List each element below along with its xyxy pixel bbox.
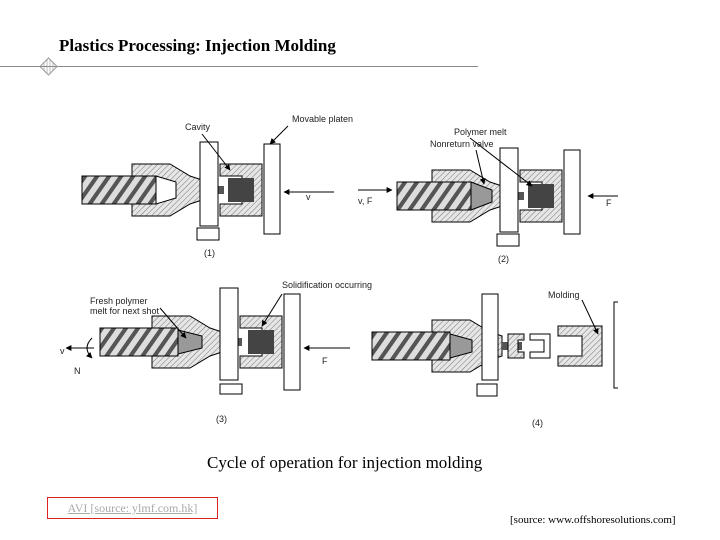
avi-video-link[interactable]: AVI [source: ylmf.com.hk]	[47, 497, 218, 519]
nonreturn-valve-label: Nonreturn valve	[430, 139, 494, 149]
title-divider	[0, 66, 478, 67]
slide-title: Plastics Processing: Injection Molding	[59, 36, 336, 55]
rotation-label: N	[74, 366, 81, 376]
injection-molding-cycle-diagram: Cavity Movable platen v (1) Polymer melt…	[60, 114, 618, 428]
panel-4: Molding v (4)	[371, 290, 618, 428]
figure-caption: Cycle of operation for injection molding	[207, 453, 483, 472]
velocity-label: v	[60, 346, 65, 356]
panel-1: Cavity Movable platen v (1)	[81, 114, 353, 258]
panel-3: Solidification occurring Fresh polymer m…	[60, 280, 372, 424]
force-label: F	[322, 356, 328, 366]
force-label: F	[606, 198, 612, 208]
panel-2: Polymer melt Nonreturn valve v, F F (2)	[358, 127, 618, 264]
molding-label: Molding	[548, 290, 580, 300]
fresh-polymer-label: Fresh polymer	[90, 296, 148, 306]
step-1-label: (1)	[204, 248, 215, 258]
source-credit: [source: www.offshoresolutions.com]	[510, 514, 676, 526]
velocity-force-label: v, F	[358, 196, 373, 206]
melt-next-shot-label: melt for next shot	[90, 306, 160, 316]
movable-platen-label: Movable platen	[292, 114, 353, 124]
step-4-label: (4)	[532, 418, 543, 428]
step-2-label: (2)	[498, 254, 509, 264]
step-3-label: (3)	[216, 414, 227, 424]
solidification-label: Solidification occurring	[282, 280, 372, 290]
polymer-melt-label: Polymer melt	[454, 127, 507, 137]
velocity-label: v	[306, 192, 311, 202]
cavity-label: Cavity	[185, 122, 211, 132]
